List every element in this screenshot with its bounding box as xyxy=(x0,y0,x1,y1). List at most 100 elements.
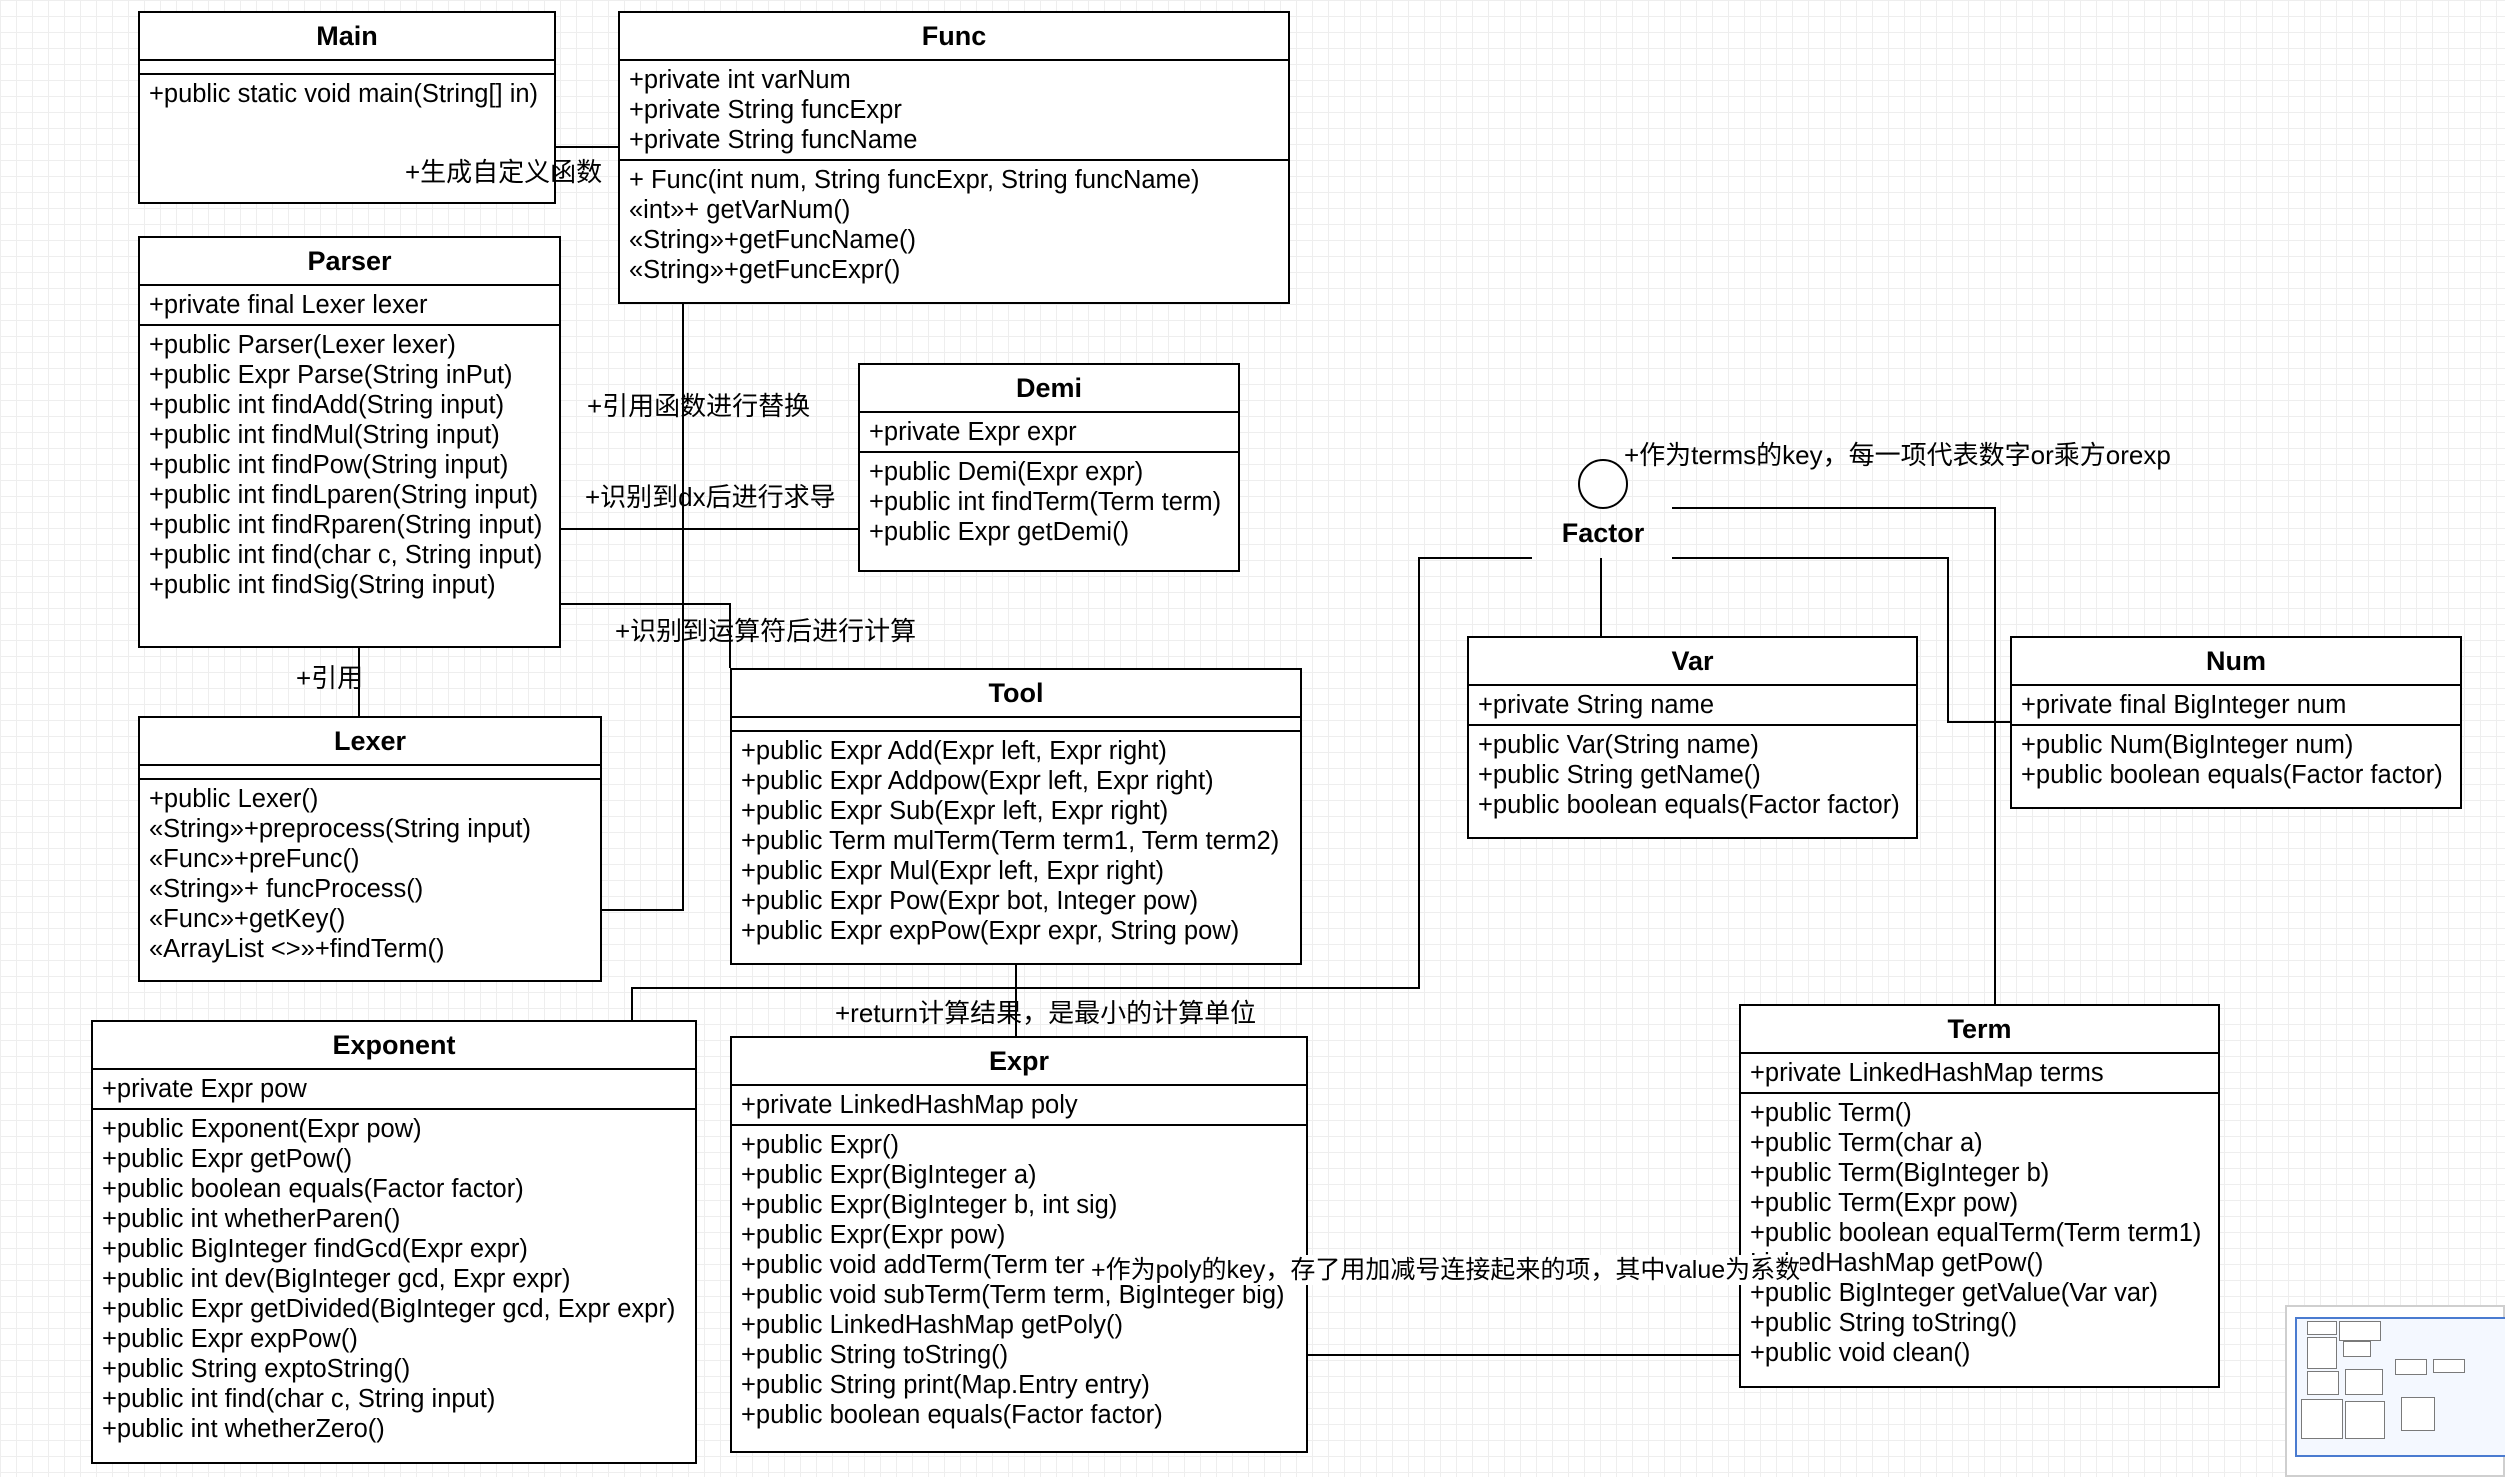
class-main[interactable]: Main +public static void main(String[] i… xyxy=(138,11,556,204)
class-main-methods: +public static void main(String[] in) xyxy=(140,75,554,113)
class-main-name: Main xyxy=(140,13,554,61)
class-var-methods: +public Var(String name) +public String … xyxy=(1469,726,1916,824)
class-var-attribute: +private String name xyxy=(1478,691,1714,719)
class-var-method: +public boolean equals(Factor factor) xyxy=(1478,791,1900,819)
class-demi[interactable]: Demi +private Expr expr +public Demi(Exp… xyxy=(858,363,1240,572)
class-func-attribute: +private String funcExpr xyxy=(629,96,902,124)
class-lexer-methods: +public Lexer() «String»+preprocess(Stri… xyxy=(140,780,600,968)
class-parser-method: +public int findLparen(String input) xyxy=(149,481,539,509)
class-func-attribute: +private String funcName xyxy=(629,126,918,154)
class-exponent-method: +public String exptoString() xyxy=(102,1355,411,1383)
interface-circle-icon[interactable] xyxy=(1578,459,1628,509)
class-parser-method: +public int findRparen(String input) xyxy=(149,511,543,539)
class-var[interactable]: Var +private String name +public Var(Str… xyxy=(1467,636,1918,839)
class-num[interactable]: Num +private final BigInteger num +publi… xyxy=(2010,636,2462,809)
class-lexer-method: «Func»+getKey() xyxy=(149,905,346,933)
label-reference: +引用 xyxy=(296,663,364,693)
class-exponent-attributes: +private Expr pow xyxy=(93,1070,695,1110)
class-parser-method: +public int findMul(String input) xyxy=(149,421,500,449)
label-ref-func-replace: +引用函数进行替换 xyxy=(587,391,811,421)
class-demi-method: +public Demi(Expr expr) xyxy=(869,458,1144,486)
class-parser-method: +public int findPow(String input) xyxy=(149,451,509,479)
minimap-block xyxy=(2433,1359,2465,1373)
class-exponent-method: +public Exponent(Expr pow) xyxy=(102,1115,422,1143)
class-tool-method: +public Expr Addpow(Expr left, Expr righ… xyxy=(741,767,1214,795)
class-exponent-method: +public Expr getPow() xyxy=(102,1145,353,1173)
class-expr-method: +public Expr(Expr pow) xyxy=(741,1221,1006,1249)
class-parser-method: +public int findAdd(String input) xyxy=(149,391,505,419)
class-demi-methods: +public Demi(Expr expr) +public int find… xyxy=(860,453,1238,551)
class-expr-attribute: +private LinkedHashMap poly xyxy=(741,1091,1078,1119)
class-exponent-method: +public BigInteger findGcd(Expr expr) xyxy=(102,1235,528,1263)
class-term-method: +public void clean() xyxy=(1750,1339,1971,1367)
minimap-navigator[interactable] xyxy=(2285,1305,2505,1477)
class-tool[interactable]: Tool +public Expr Add(Expr left, Expr ri… xyxy=(730,668,1302,965)
class-tool-attributes xyxy=(732,718,1300,732)
class-parser-method: +public int find(char c, String input) xyxy=(149,541,543,569)
label-generate-func: +生成自定义函数 xyxy=(405,157,603,187)
class-num-name: Num xyxy=(2012,638,2460,686)
class-lexer-method: «Func»+preFunc() xyxy=(149,845,360,873)
minimap-block xyxy=(2307,1321,2337,1335)
class-term-method: +public Term() xyxy=(1750,1099,1912,1127)
class-exponent-method: +public int dev(BigInteger gcd, Expr exp… xyxy=(102,1265,571,1293)
class-tool-method: +public Expr expPow(Expr expr, String po… xyxy=(741,917,1240,945)
class-exponent-method: +public int whetherZero() xyxy=(102,1415,385,1443)
class-tool-method: +public Term mulTerm(Term term1, Term te… xyxy=(741,827,1280,855)
interface-factor-name: Factor xyxy=(1561,518,1645,548)
class-expr-attributes: +private LinkedHashMap poly xyxy=(732,1086,1306,1126)
class-term-method: +public boolean equalTerm(Term term1) xyxy=(1750,1219,2202,1247)
connector-factor-term xyxy=(1672,507,1996,1004)
label-terms-key: +作为terms的key，每一项代表数字or乘方orexp xyxy=(1624,440,2171,470)
class-lexer-method: «String»+preprocess(String input) xyxy=(149,815,531,843)
class-term[interactable]: Term +private LinkedHashMap terms +publi… xyxy=(1739,1004,2220,1388)
class-exponent[interactable]: Exponent +private Expr pow +public Expon… xyxy=(91,1020,697,1464)
class-exponent-methods: +public Exponent(Expr pow) +public Expr … xyxy=(93,1110,695,1448)
class-expr-method: +public boolean equals(Factor factor) xyxy=(741,1401,1163,1429)
class-tool-method: +public Expr Sub(Expr left, Expr right) xyxy=(741,797,1169,825)
class-term-attributes: +private LinkedHashMap terms xyxy=(1741,1054,2218,1094)
class-tool-methods: +public Expr Add(Expr left, Expr right) … xyxy=(732,732,1300,950)
class-exponent-method: +public Expr getDivided(BigInteger gcd, … xyxy=(102,1295,676,1323)
minimap-block xyxy=(2345,1401,2385,1439)
class-var-method: +public Var(String name) xyxy=(1478,731,1759,759)
label-poly-key: +作为poly的key，存了用加减号连接起来的项，其中value为系数 xyxy=(1091,1255,1801,1285)
class-demi-method: +public int findTerm(Term term) xyxy=(869,488,1222,516)
class-parser[interactable]: Parser +private final Lexer lexer +publi… xyxy=(138,236,561,648)
connector-func-lexer xyxy=(602,304,684,911)
class-exponent-method: +public int find(char c, String input) xyxy=(102,1385,496,1413)
class-term-method: LinkedHashMap getPow() xyxy=(1750,1249,2044,1277)
class-term-attribute: +private LinkedHashMap terms xyxy=(1750,1059,2104,1087)
class-func-attribute: +private int varNum xyxy=(629,66,851,94)
class-expr[interactable]: Expr +private LinkedHashMap poly +public… xyxy=(730,1036,1308,1453)
class-demi-method: +public Expr getDemi() xyxy=(869,518,1130,546)
class-term-method: +public BigInteger getValue(Var var) xyxy=(1750,1279,2158,1307)
class-demi-attributes: +private Expr expr xyxy=(860,413,1238,453)
class-lexer-method: «String»+ funcProcess() xyxy=(149,875,424,903)
class-func[interactable]: Func +private int varNum +private String… xyxy=(618,11,1290,304)
class-term-method: +public Term(Expr pow) xyxy=(1750,1189,2019,1217)
class-tool-method: +public Expr Add(Expr left, Expr right) xyxy=(741,737,1167,765)
class-expr-method: +public void addTerm(Term ter xyxy=(741,1251,1085,1279)
class-parser-attributes: +private final Lexer lexer xyxy=(140,286,559,326)
minimap-block xyxy=(2307,1371,2339,1395)
class-num-attribute: +private final BigInteger num xyxy=(2021,691,2347,719)
class-term-method: +public Term(char a) xyxy=(1750,1129,1983,1157)
class-lexer-name: Lexer xyxy=(140,718,600,766)
class-num-attributes: +private final BigInteger num xyxy=(2012,686,2460,726)
connector-exponent-factor xyxy=(631,557,1532,1020)
class-exponent-method: +public boolean equals(Factor factor) xyxy=(102,1175,524,1203)
class-parser-method: +public Expr Parse(String inPut) xyxy=(149,361,513,389)
class-lexer[interactable]: Lexer +public Lexer() «String»+preproces… xyxy=(138,716,602,982)
connector-factor-num xyxy=(1672,557,2010,723)
class-lexer-method: «ArrayList <>»+findTerm() xyxy=(149,935,445,963)
class-term-method: +public Term(BigInteger b) xyxy=(1750,1159,2050,1187)
class-func-method: «String»+getFuncExpr() xyxy=(629,256,901,284)
minimap-block xyxy=(2307,1337,2337,1369)
class-parser-method: +public Parser(Lexer lexer) xyxy=(149,331,456,359)
label-return-result: +return计算结果，是最小的计算单位 xyxy=(835,998,1257,1028)
class-main-method: +public static void main(String[] in) xyxy=(149,80,539,108)
class-var-name: Var xyxy=(1469,638,1916,686)
class-term-method: +public String toString() xyxy=(1750,1309,2018,1337)
